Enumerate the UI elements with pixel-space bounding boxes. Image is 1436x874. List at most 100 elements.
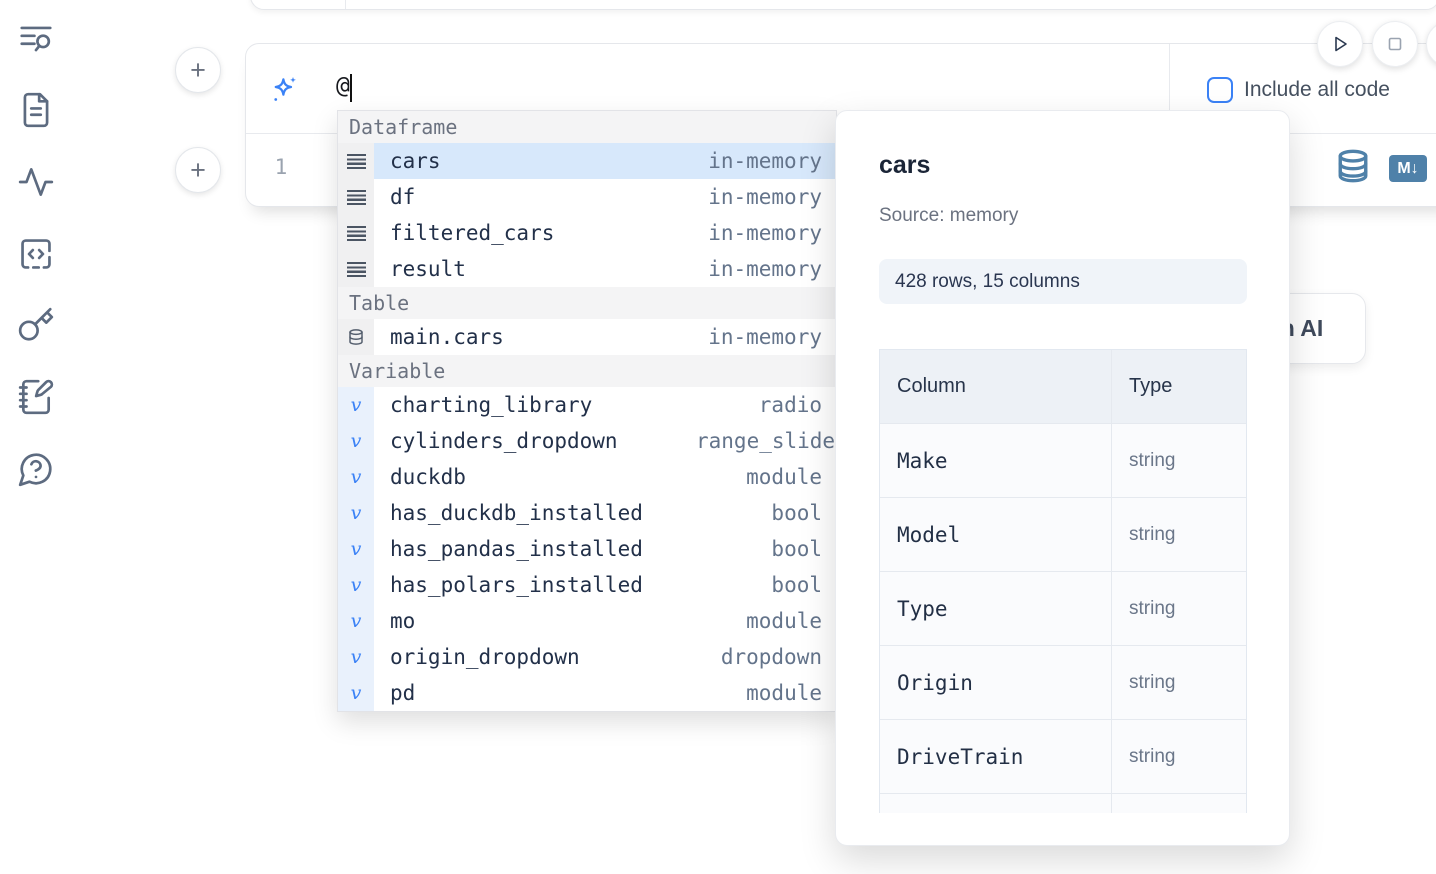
variable-icon: v <box>350 574 362 596</box>
rows-icon <box>346 153 366 169</box>
ai-prompt-input[interactable]: @ <box>336 73 350 99</box>
schema-row <box>880 793 1246 813</box>
autocomplete-item-cylinders_dropdown[interactable]: v cylinders_dropdown range_slider <box>338 423 836 459</box>
item-icon-gutter <box>338 215 374 251</box>
item-name: mo <box>390 609 416 633</box>
variable-icon: v <box>350 610 362 632</box>
item-type: module <box>746 681 822 705</box>
prompt-divider <box>1169 44 1170 134</box>
item-type: bool <box>771 573 822 597</box>
previous-cell-gutter-divider <box>345 0 346 9</box>
variable-icon: v <box>350 538 362 560</box>
previous-cell-fragment <box>250 0 1436 10</box>
item-type: in-memory <box>708 221 822 245</box>
add-cell-above-button[interactable]: + <box>175 47 221 93</box>
snippets-icon[interactable] <box>17 235 55 273</box>
variable-icon: v <box>350 430 362 452</box>
item-name: main.cars <box>390 325 504 349</box>
item-type: dropdown <box>720 645 822 669</box>
autocomplete-section-header: Dataframe <box>338 111 836 143</box>
item-type: radio <box>758 393 822 417</box>
item-icon-gutter <box>338 319 374 355</box>
activity-icon[interactable] <box>17 163 55 201</box>
autocomplete-item-cars[interactable]: cars in-memory <box>338 143 836 179</box>
key-icon[interactable] <box>17 306 55 344</box>
item-type: module <box>746 465 822 489</box>
item-name: filtered_cars <box>390 221 555 245</box>
run-cell-button[interactable] <box>1317 21 1363 67</box>
help-icon[interactable] <box>17 450 55 488</box>
add-cell-below-button[interactable]: + <box>175 147 221 193</box>
variable-icon: v <box>350 646 362 668</box>
item-icon-gutter: v <box>338 639 374 675</box>
item-icon-gutter: v <box>338 603 374 639</box>
item-icon-gutter <box>338 179 374 215</box>
item-icon-gutter <box>338 143 374 179</box>
item-type: in-memory <box>708 257 822 281</box>
play-icon <box>1335 36 1347 52</box>
preview-shape-badge: 428 rows, 15 columns <box>879 259 1247 304</box>
autocomplete-item-mo[interactable]: v mo module <box>338 603 836 639</box>
include-all-code-checkbox[interactable] <box>1207 77 1233 103</box>
item-name: origin_dropdown <box>390 645 580 669</box>
item-name: charting_library <box>390 393 593 417</box>
rows-icon <box>346 261 366 277</box>
toc-search-icon[interactable] <box>17 20 55 58</box>
preview-source: Source: memory <box>879 205 1019 226</box>
item-type: bool <box>771 501 822 525</box>
rows-icon <box>346 189 366 205</box>
autocomplete-item-main.cars[interactable]: main.cars in-memory <box>338 319 836 355</box>
autocomplete-item-filtered_cars[interactable]: filtered_cars in-memory <box>338 215 836 251</box>
variable-icon: v <box>350 682 362 704</box>
markdown-icon[interactable]: M↓ <box>1389 155 1427 182</box>
item-name: pd <box>390 681 416 705</box>
stop-button[interactable] <box>1372 21 1418 67</box>
item-icon-gutter: v <box>338 675 374 711</box>
stop-icon <box>1388 37 1402 51</box>
sidebar <box>0 0 72 874</box>
autocomplete-section-header: Variable <box>338 355 836 387</box>
preview-title: cars <box>879 151 931 179</box>
sparkles-icon <box>269 75 299 105</box>
database-icon <box>347 328 365 346</box>
autocomplete-item-has_polars_installed[interactable]: v has_polars_installed bool <box>338 567 836 603</box>
autocomplete-item-pd[interactable]: v pd module <box>338 675 836 711</box>
item-type: range_slider <box>696 429 837 453</box>
autocomplete-item-origin_dropdown[interactable]: v origin_dropdown dropdown <box>338 639 836 675</box>
file-icon[interactable] <box>17 91 55 129</box>
line-number: 1 <box>274 155 288 179</box>
item-icon-gutter: v <box>338 459 374 495</box>
code-editor-row[interactable]: 1 M↓ <box>246 135 1436 207</box>
item-name: has_polars_installed <box>390 573 643 597</box>
item-name: cars <box>390 149 441 173</box>
item-type: module <box>746 609 822 633</box>
datasource-icon[interactable] <box>1336 149 1370 183</box>
item-type: in-memory <box>708 325 822 349</box>
dataframe-preview-popup: cars Source: memory 428 rows, 15 columns… <box>835 110 1290 846</box>
variable-icon: v <box>350 502 362 524</box>
rows-icon <box>346 225 366 241</box>
item-type: in-memory <box>708 149 822 173</box>
scratchpad-icon[interactable] <box>17 378 55 416</box>
autocomplete-item-charting_library[interactable]: v charting_library radio <box>338 387 836 423</box>
autocomplete-section-header: Table <box>338 287 836 319</box>
item-name: cylinders_dropdown <box>390 429 618 453</box>
item-icon-gutter: v <box>338 531 374 567</box>
item-icon-gutter: v <box>338 567 374 603</box>
text-cursor <box>350 74 352 102</box>
variable-icon: v <box>350 394 362 416</box>
include-all-code-label: Include all code <box>1244 78 1390 101</box>
item-icon-gutter: v <box>338 495 374 531</box>
item-name: df <box>390 185 416 209</box>
